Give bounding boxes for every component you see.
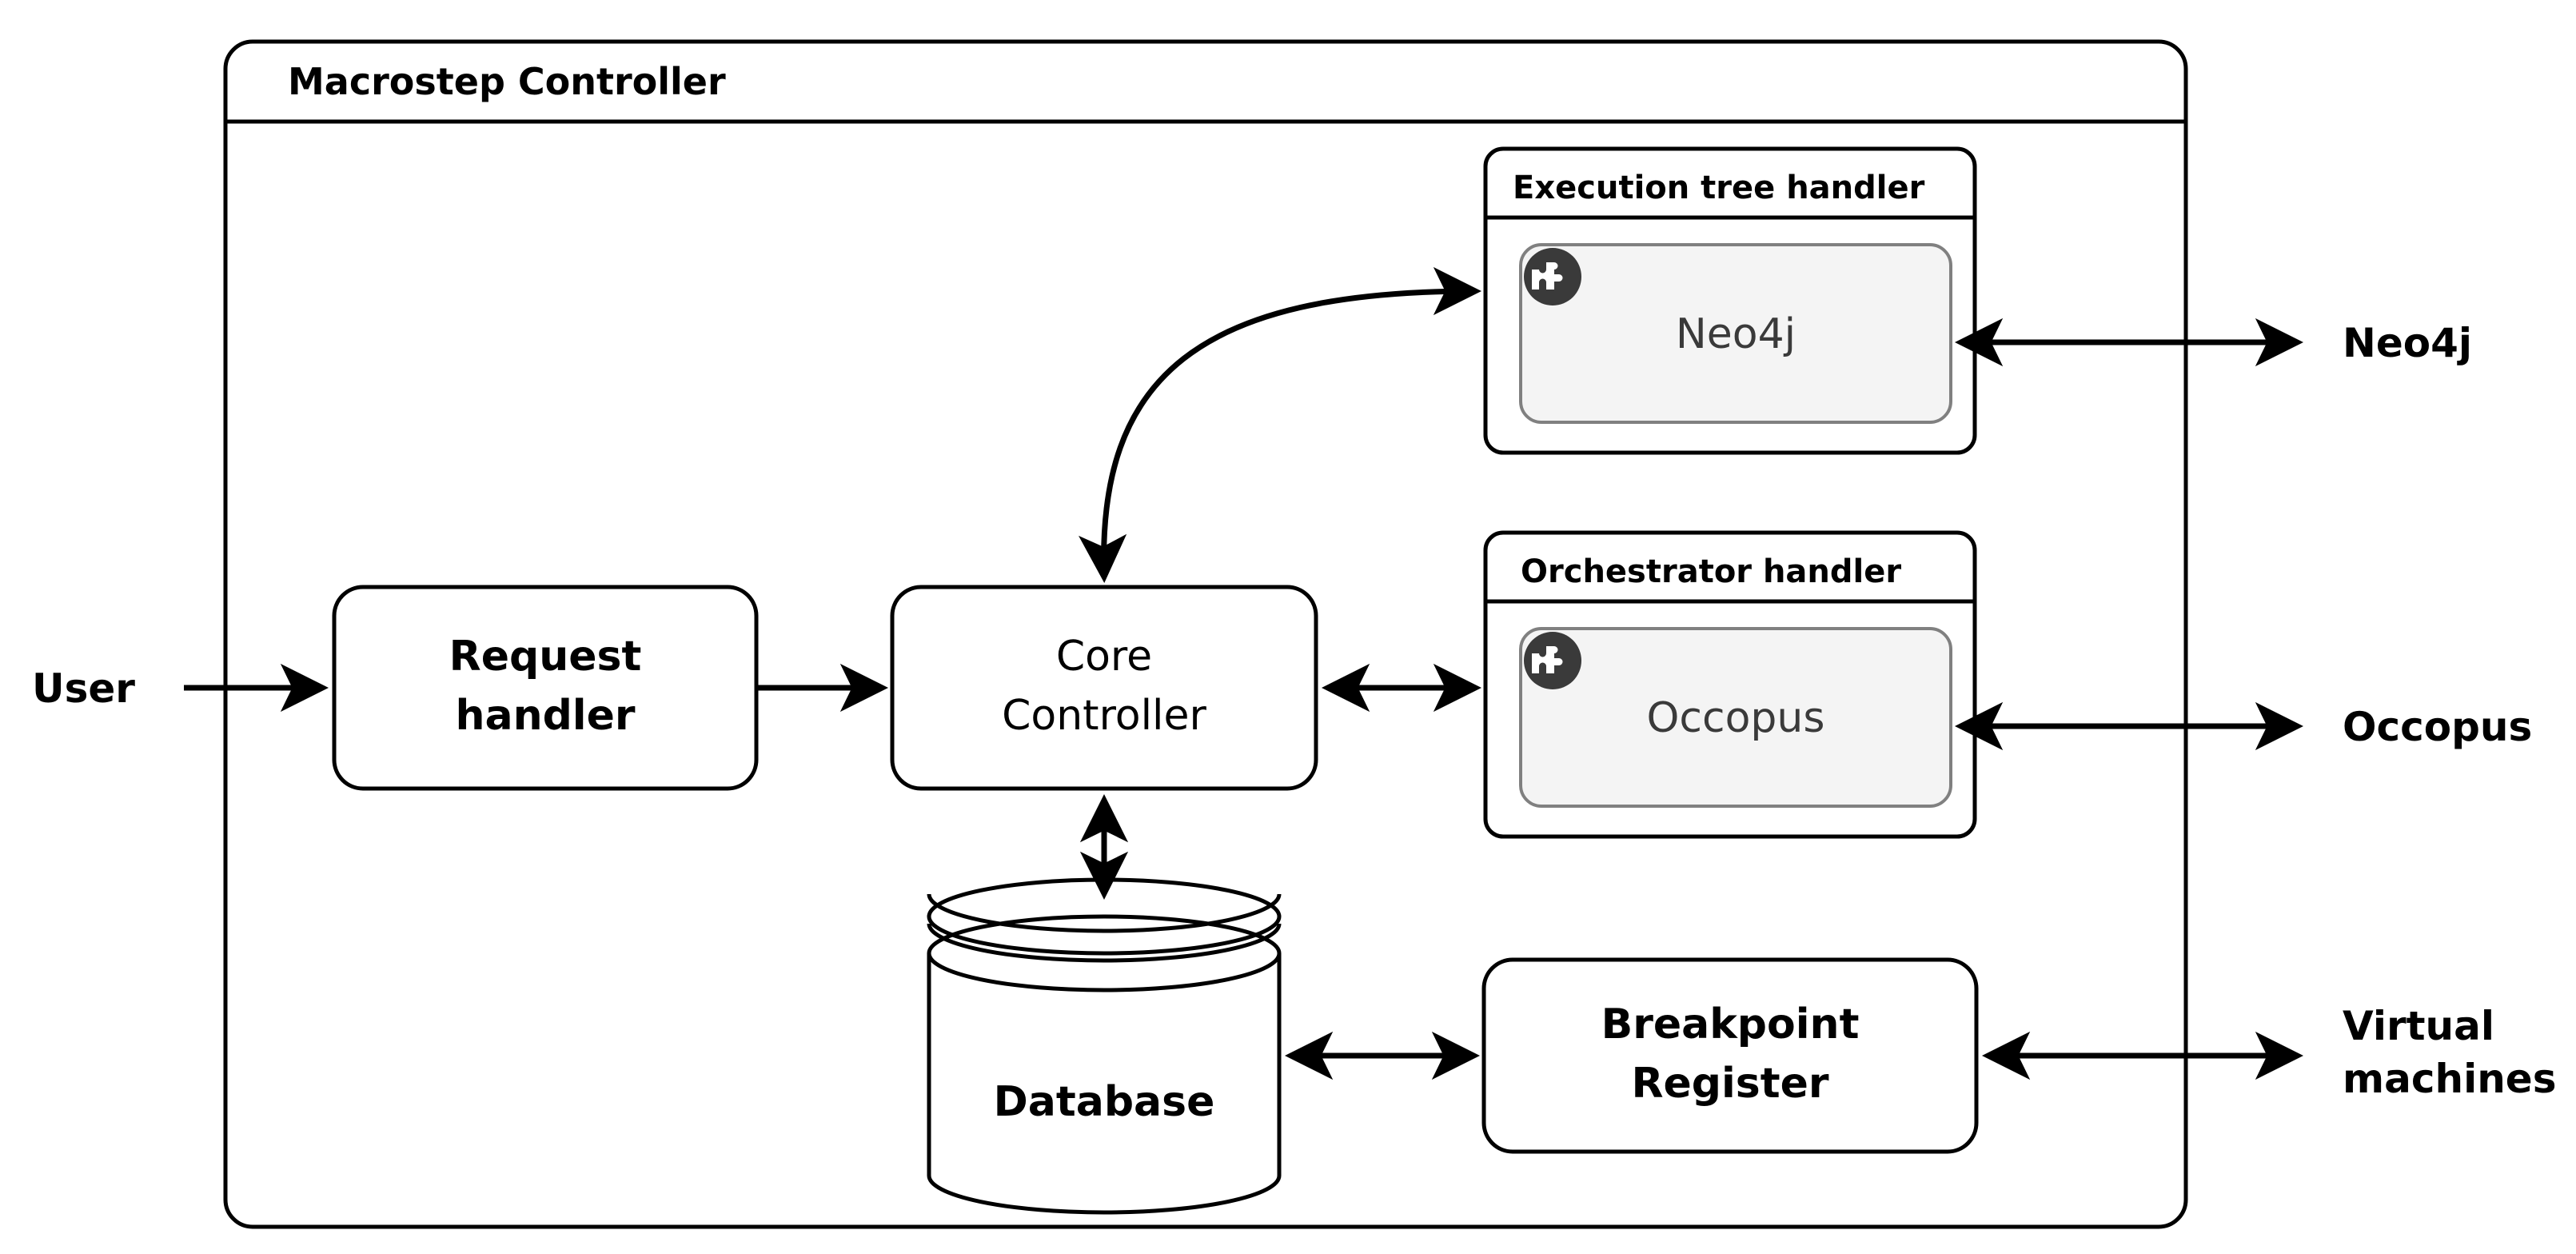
external-label-occopus: Occopus — [2343, 704, 2532, 750]
component-neo4j[interactable]: Neo4j — [1519, 243, 1952, 424]
node-breakpoint-register[interactable]: Breakpoint Register — [1481, 957, 1979, 1154]
package-title-orchestrator-handler: Orchestrator handler — [1521, 553, 1901, 590]
node-label-request-handler-line1: Request — [449, 633, 642, 681]
node-label-request-handler-line2: handler — [455, 692, 635, 740]
package-execution-tree-handler: Execution tree handler Neo4j — [1483, 146, 1977, 455]
node-label-breakpoint-register-line1: Breakpoint — [1601, 1000, 1860, 1048]
component-puzzle-icon — [1524, 248, 1581, 306]
component-puzzle-icon — [1524, 632, 1581, 689]
external-label-virtual-machines-line1: Virtual — [2343, 1003, 2494, 1049]
package-title-execution-tree-handler: Execution tree handler — [1513, 170, 1925, 206]
node-request-handler[interactable]: Request handler — [332, 585, 759, 791]
node-database[interactable]: Database — [927, 877, 1282, 1215]
node-label-database: Database — [994, 1078, 1215, 1126]
component-label-neo4j: Neo4j — [1676, 310, 1796, 358]
component-label-occopus: Occopus — [1647, 694, 1825, 742]
external-label-neo4j: Neo4j — [2343, 320, 2472, 366]
external-label-virtual-machines-line2: machines — [2343, 1056, 2556, 1102]
container-title: Macrostep Controller — [288, 60, 726, 103]
connector-core-controller-to-execution-tree-handler — [1079, 266, 1482, 583]
node-core-controller[interactable]: Core Controller — [890, 585, 1318, 791]
node-label-core-controller-line1: Core — [1056, 633, 1152, 681]
external-label-user: User — [32, 665, 135, 712]
node-label-core-controller-line2: Controller — [1002, 692, 1206, 740]
node-label-breakpoint-register-line2: Register — [1631, 1060, 1828, 1108]
package-orchestrator-handler: Orchestrator handler Occopus — [1483, 530, 1977, 839]
component-occopus[interactable]: Occopus — [1519, 627, 1952, 808]
